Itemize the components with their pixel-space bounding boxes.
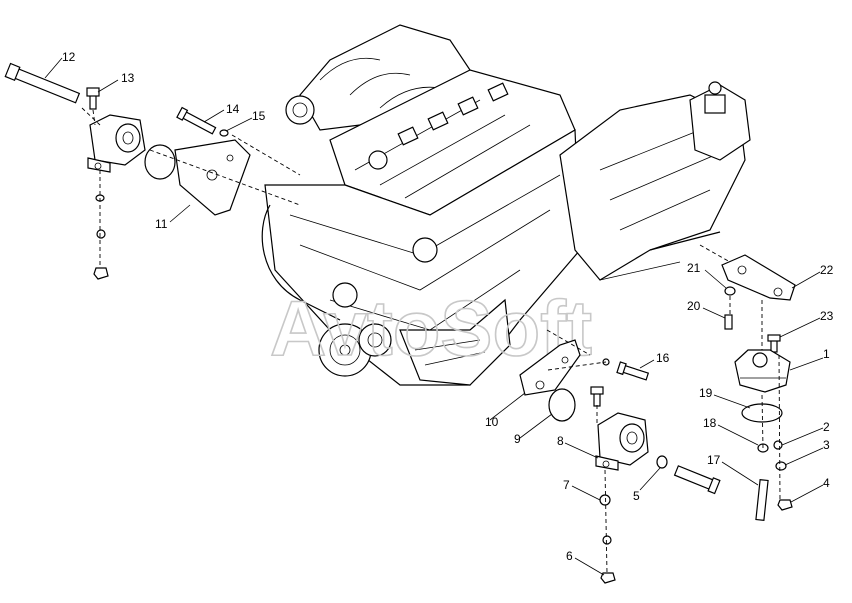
watermark-text: AvtoSoft	[270, 284, 592, 372]
callout-18: 18	[703, 416, 717, 430]
callout-1: 1	[823, 347, 830, 361]
callout-23: 23	[820, 309, 834, 323]
callout-14: 14	[226, 102, 240, 116]
callout-9: 9	[514, 432, 521, 446]
callout-21: 21	[687, 261, 701, 275]
callout-4: 4	[823, 476, 830, 490]
callout-6: 6	[566, 549, 573, 563]
callout-13: 13	[121, 71, 135, 85]
callout-12: 12	[62, 50, 76, 64]
callout-22: 22	[820, 263, 834, 277]
callout-3: 3	[823, 438, 830, 452]
callout-labels: 1 2 3 4 5 6 7 8 9 10 11 12 13 14 15 16 1…	[62, 50, 834, 563]
engine-assembly	[261, 24, 751, 386]
callout-16: 16	[656, 351, 670, 365]
callout-19: 19	[699, 386, 713, 400]
leader-lines	[44, 57, 824, 576]
callout-8: 8	[557, 434, 564, 448]
callout-17: 17	[707, 453, 721, 467]
callout-15: 15	[252, 109, 266, 123]
callout-10: 10	[485, 415, 499, 429]
callout-7: 7	[563, 478, 570, 492]
callout-20: 20	[687, 299, 701, 313]
callout-2: 2	[823, 420, 830, 434]
center-mount-group	[519, 329, 721, 584]
callout-11: 11	[155, 217, 168, 231]
right-rear-mount-group	[699, 244, 796, 521]
left-front-mount-group	[4, 62, 301, 280]
callout-5: 5	[633, 489, 640, 503]
